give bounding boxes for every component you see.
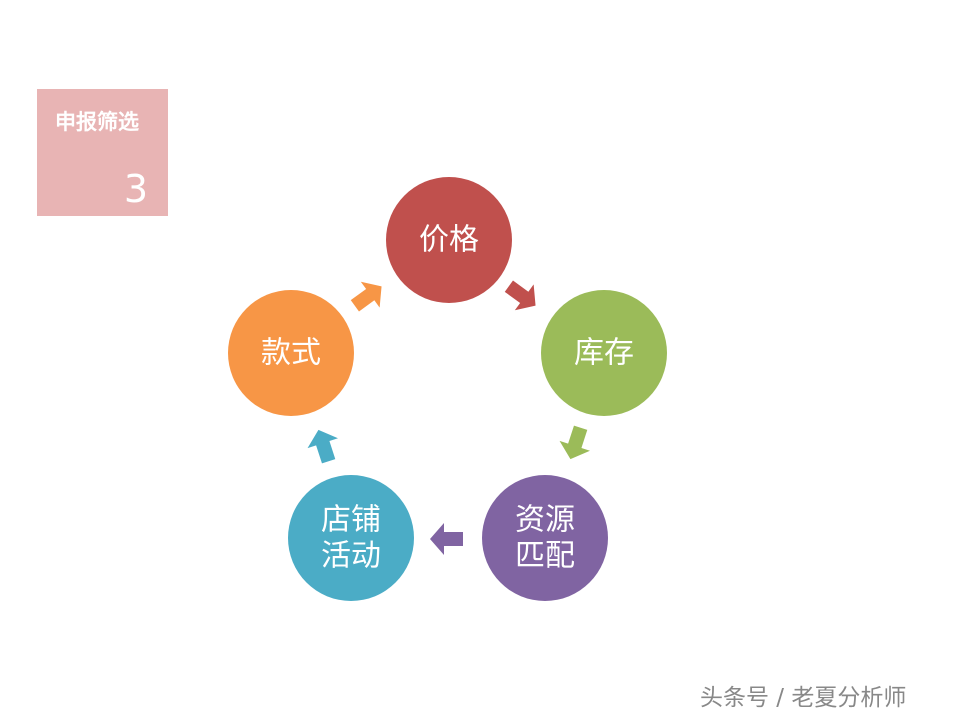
node-circle [482, 475, 608, 601]
cycle-node-style: 款式 [228, 290, 354, 416]
arrow-store-activity-to-style [307, 429, 338, 464]
arrow-price-to-inventory [504, 280, 536, 311]
node-label: 价格 [419, 223, 479, 258]
cycle-node-store-activity: 店铺 活动 [288, 475, 414, 601]
watermark: 头条号 / 老夏分析师 [700, 685, 907, 711]
node-label: 库存 [574, 336, 634, 371]
cycle-node-inventory: 库存 [541, 290, 667, 416]
node-circle [541, 290, 667, 416]
section-title: 申报筛选 [55, 110, 139, 134]
node-circle [288, 475, 414, 601]
node-label: 款式 [261, 336, 321, 371]
node-circle [228, 290, 354, 416]
node-label: 匹配 [515, 539, 575, 574]
node-circle [386, 177, 512, 303]
arrow-resource-match-to-store-activity [430, 523, 463, 555]
arrow-inventory-to-resource-match [559, 425, 590, 460]
cycle-arrows [307, 280, 590, 555]
node-label: 店铺 [321, 503, 381, 538]
node-label: 资源 [515, 503, 575, 538]
section-number: 3 [123, 167, 148, 211]
cycle-node-price: 价格 [386, 177, 512, 303]
node-label: 活动 [321, 539, 381, 574]
cycle-node-resource-match: 资源 匹配 [482, 475, 608, 601]
section-label-box: 申报筛选 3 [37, 89, 168, 216]
arrow-style-to-price [350, 281, 382, 312]
